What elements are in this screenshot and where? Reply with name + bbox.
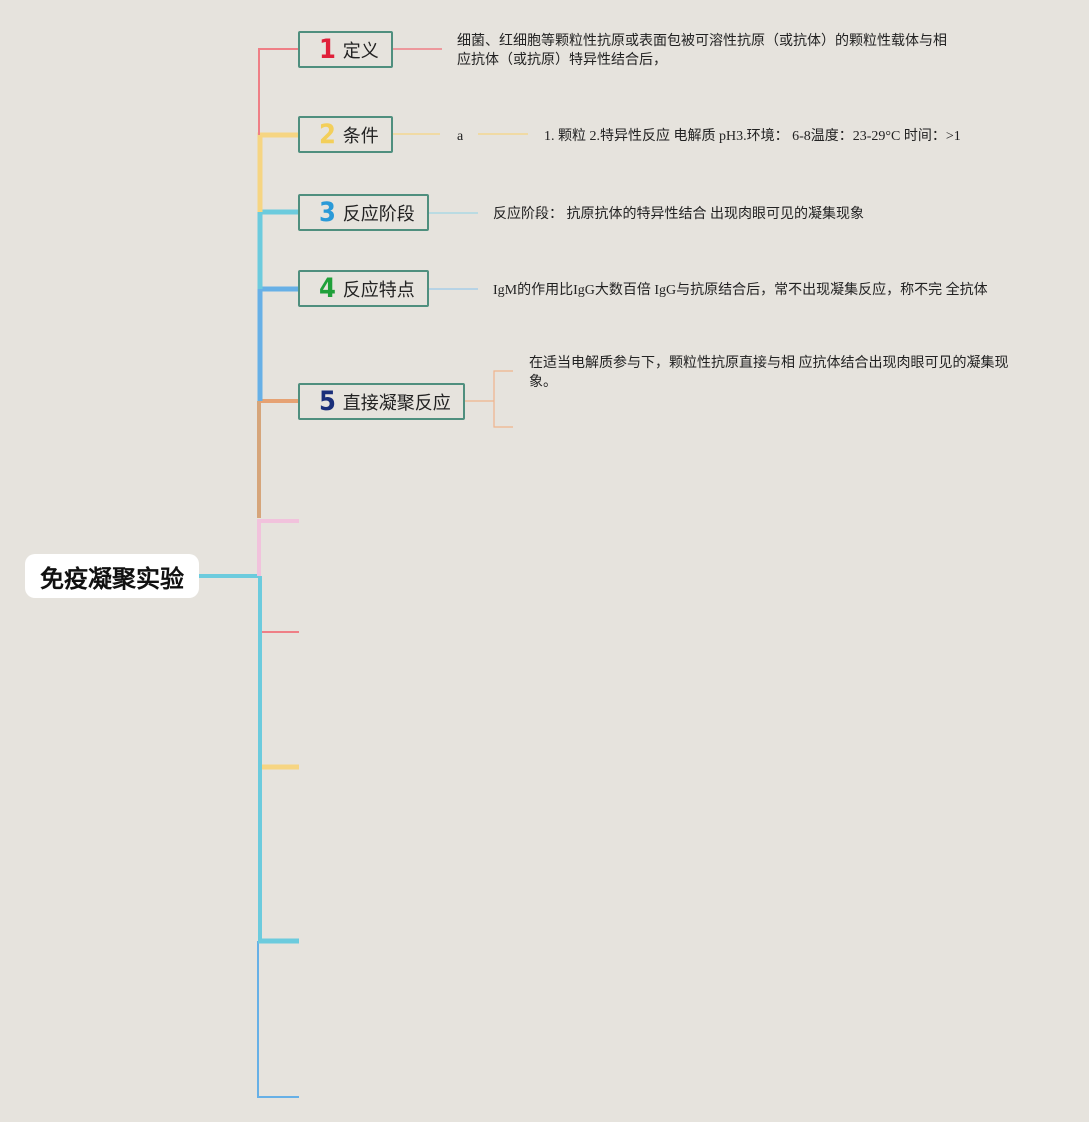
- number-1-icon: 1: [318, 34, 336, 65]
- note-bracket-5: [464, 370, 513, 428]
- branch-topic-1: [258, 48, 299, 135]
- branch-topic-3: [257, 209, 299, 289]
- topic-label: 定义: [342, 40, 379, 62]
- topic-label: 反应特点: [342, 279, 415, 301]
- number-3-icon: 3: [318, 197, 336, 228]
- root-topic[interactable]: 免疫凝聚实验: [25, 554, 199, 598]
- number-4-icon: 4: [318, 273, 336, 304]
- branch-topic-2: [257, 132, 299, 212]
- topic-direct-agglutination[interactable]: 5 直接凝聚反应: [298, 383, 465, 420]
- topic-definition[interactable]: 1 定义: [298, 31, 393, 68]
- number-2-icon: 2: [318, 119, 336, 150]
- note-definition[interactable]: 细菌、红细胞等颗粒性抗原或表面包被可溶性抗原（或抗体）的颗粒性载体与相应抗体（或…: [457, 34, 947, 68]
- number-5-icon: 5: [318, 386, 336, 417]
- note-condition-key[interactable]: a: [457, 129, 464, 144]
- topic-label: 条件: [342, 125, 379, 147]
- note-condition[interactable]: 1. 颗粒 2.特异性反应 电解质 pH3.环境： 6-8温度：23-29°C …: [544, 129, 961, 144]
- branch-empty-1: [257, 519, 299, 576]
- note-reaction-feature[interactable]: IgM的作用比IgG大数百倍 IgG与抗原结合后，常不出现凝集反应，称不完 全抗…: [493, 283, 988, 298]
- note-reaction-stage[interactable]: 反应阶段： 抗原抗体的特异性结合 出现肉眼可见的凝集现象: [493, 207, 864, 222]
- topic-reaction-stage[interactable]: 3 反应阶段: [298, 194, 429, 231]
- topic-reaction-feature[interactable]: 4 反应特点: [298, 270, 429, 307]
- branch-topic-4: [257, 286, 299, 401]
- branch-empty-bottom: [257, 941, 299, 1098]
- note-direct-agglutination[interactable]: 在适当电解质参与下，颗粒性抗原直接与相 应抗体结合出现肉眼可见的凝集现象。: [529, 356, 1009, 390]
- topic-label: 直接凝聚反应: [342, 392, 451, 414]
- topic-condition[interactable]: 2 条件: [298, 116, 393, 153]
- topic-label: 反应阶段: [342, 203, 415, 225]
